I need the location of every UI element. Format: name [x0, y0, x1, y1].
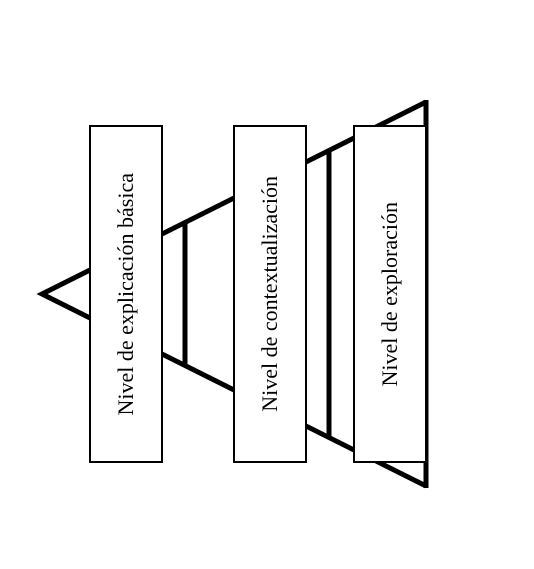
level-label-basic: Nivel de explicación básica: [113, 172, 138, 416]
level-box-contextualization: Nivel de contextualización: [233, 125, 307, 463]
level-label-contextualization: Nivel de contextualización: [257, 176, 282, 412]
level-box-basic: Nivel de explicación básica: [89, 125, 163, 463]
level-box-exploration: Nivel de exploración: [353, 125, 427, 463]
level-label-exploration: Nivel de exploración: [377, 201, 402, 387]
